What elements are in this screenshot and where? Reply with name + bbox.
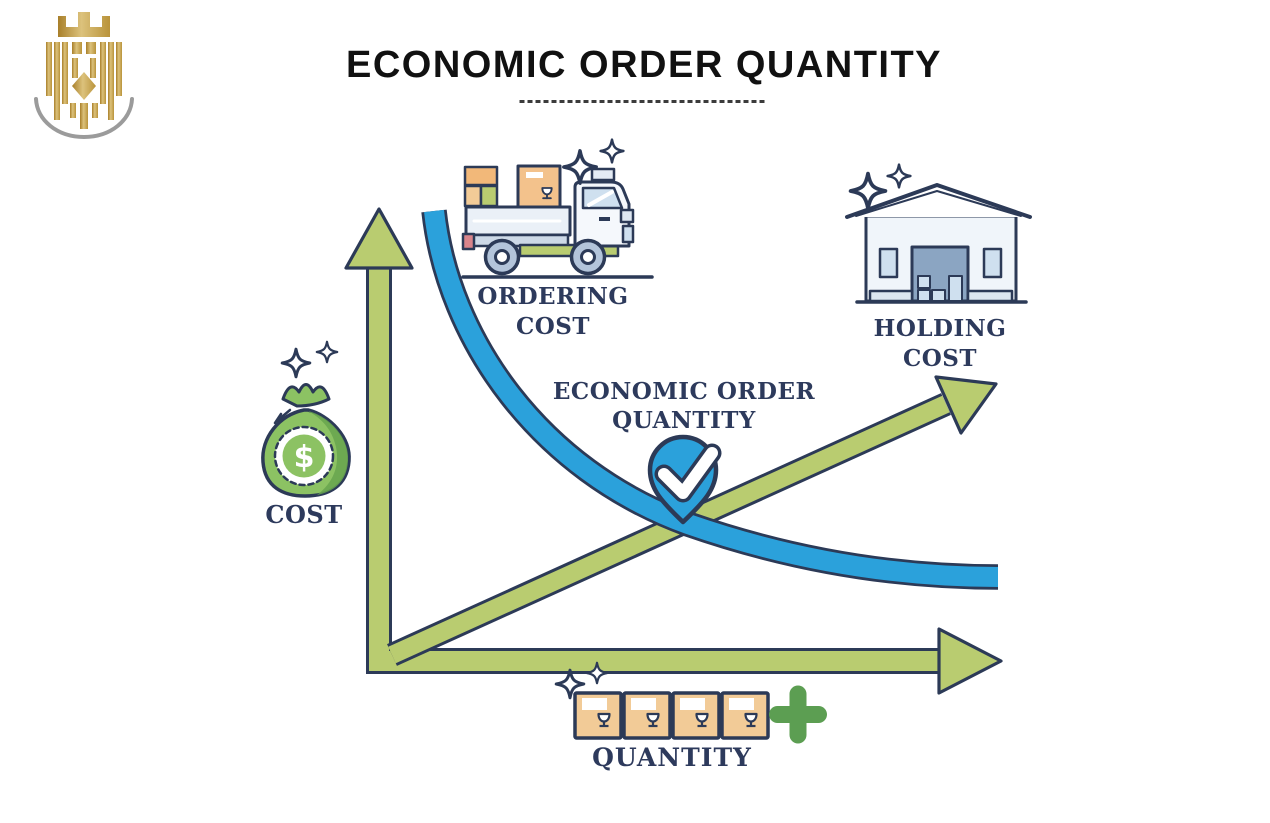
- truck-beacon: [590, 167, 616, 182]
- title-divider: [519, 100, 767, 103]
- money-bag-icon: $: [261, 383, 351, 498]
- warehouse-plinth-right: [966, 289, 1014, 303]
- axes-fill: [369, 232, 946, 671]
- bag-shade: [308, 411, 349, 495]
- package-boxes-icon: [573, 685, 827, 744]
- warehouse-icon: [845, 183, 1032, 304]
- warehouse-window-left: [878, 247, 899, 279]
- plus-icon: [769, 685, 827, 744]
- bag-tuft: [281, 383, 331, 408]
- package-box-icon: [622, 691, 672, 740]
- warehouse-window-right: [982, 247, 1003, 279]
- truck-taillight: [461, 232, 476, 251]
- quantity-axis-label: QUANTITY: [592, 743, 752, 772]
- truck-door-handle: [599, 217, 610, 221]
- x-axis-arrowhead: [937, 627, 1003, 695]
- warehouse-roof: [845, 183, 1032, 219]
- checkmark-pin-icon: [647, 434, 722, 525]
- eoq-label: ECONOMIC ORDER QUANTITY: [553, 377, 815, 435]
- package-box-icon: [573, 691, 623, 740]
- bag-coin: [282, 434, 326, 478]
- axes: [344, 207, 1003, 695]
- warehouse-plinth-left: [868, 289, 914, 303]
- sparkle-icon: [280, 347, 312, 379]
- cost-axis-label: COST: [265, 500, 343, 529]
- sparkle-icon: [886, 163, 912, 189]
- sparkle-icon: [315, 340, 339, 364]
- y-axis-arrowhead: [344, 207, 414, 270]
- truck-icon: [461, 164, 654, 279]
- crown-emblem-icon: [46, 12, 122, 129]
- holding-cost-label: HOLDING COST: [874, 314, 1007, 374]
- ordering-cost-label-line2: COST: [515, 313, 591, 340]
- holding-arrowhead: [934, 375, 998, 435]
- ordering-cost-label: ORDERING COST: [477, 282, 628, 342]
- sparkle-icon: [599, 138, 625, 164]
- truck-green-strip: [518, 243, 620, 258]
- dollar-sign: $: [294, 440, 315, 475]
- holding-cost-label-line2: COST: [902, 345, 978, 372]
- truck-cargo-boxes: [463, 164, 562, 209]
- brand-logo: [34, 12, 134, 140]
- ordering-cost-curve: [421, 209, 999, 590]
- holding-cost-label-line1: HOLDING: [873, 315, 1007, 342]
- package-box-icon: [720, 691, 770, 740]
- package-box-icon: [671, 691, 721, 740]
- ordering-cost-label-line1: ORDERING: [477, 283, 629, 310]
- eoq-label-line2: QUANTITY: [612, 407, 756, 434]
- eoq-label-line1: ECONOMIC ORDER: [552, 378, 816, 405]
- logo-arc: [34, 97, 134, 140]
- page-title: ECONOMIC ORDER QUANTITY: [345, 44, 943, 86]
